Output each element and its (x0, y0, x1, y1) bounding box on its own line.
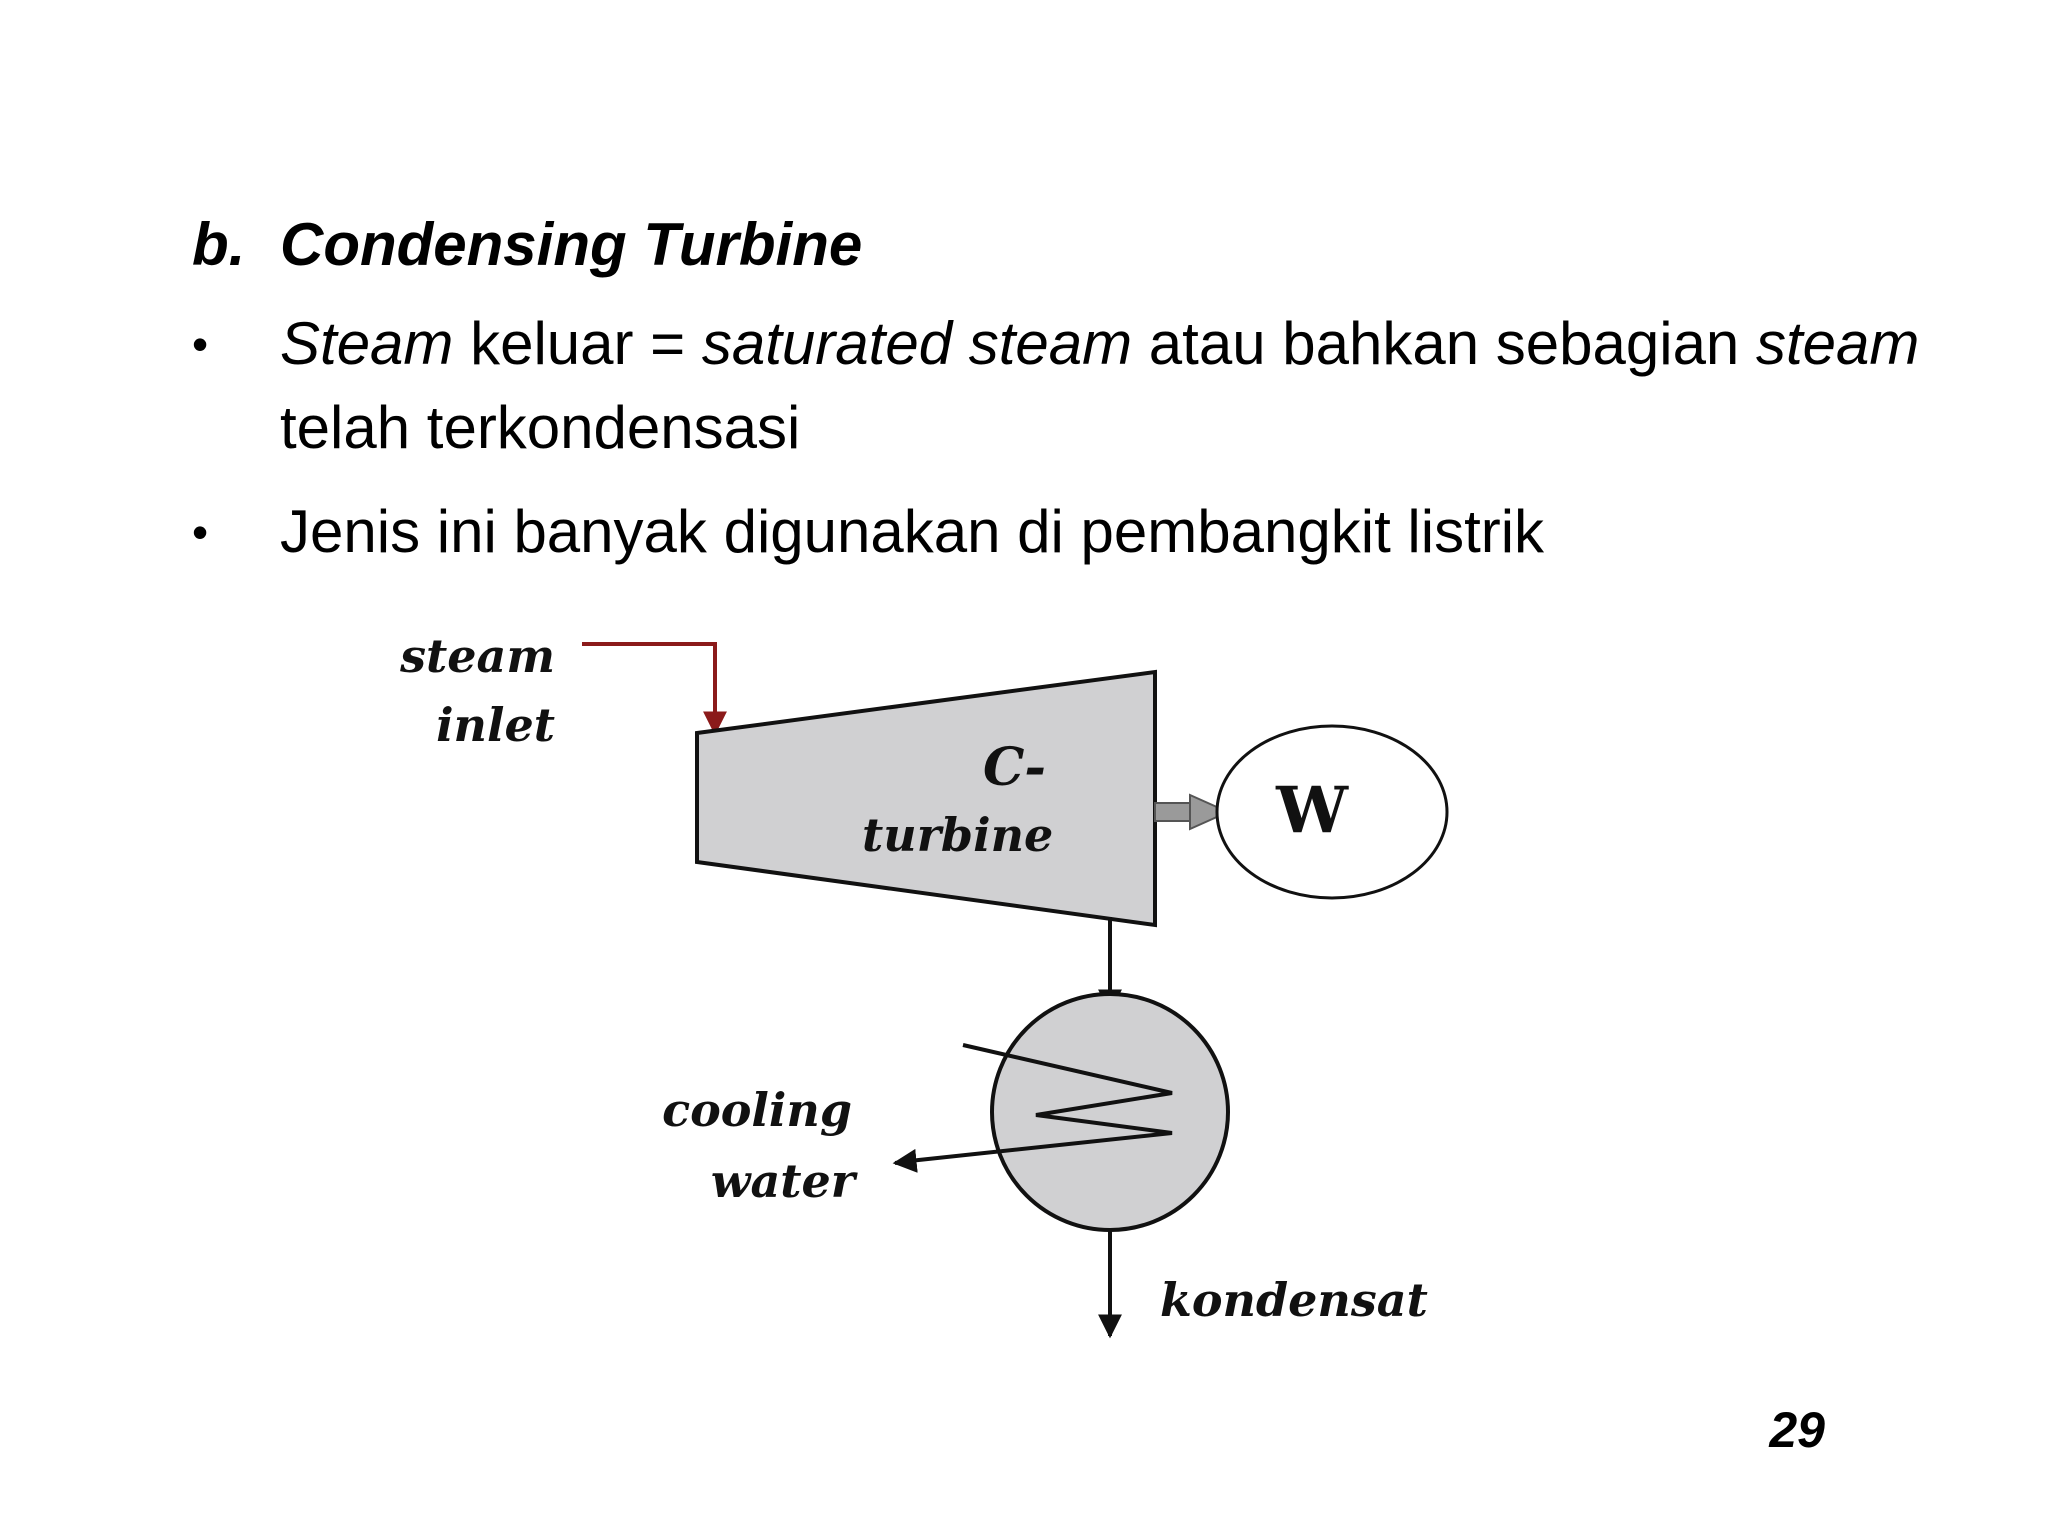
bullet-text-segment: telah terkondensasi (280, 394, 801, 461)
bullet-text-segment: Steam (280, 310, 454, 377)
bullet-text-segment: keluar = (453, 310, 702, 377)
bullet-dot: • (192, 506, 209, 558)
cooling-coil-icon (899, 1043, 1173, 1164)
bullet-text-segment: Jenis ini banyak digunakan di pembangkit… (280, 498, 1545, 565)
condenser-circle (990, 992, 1230, 1232)
slide-heading: b. Condensing Turbine (192, 210, 862, 280)
bullet-text-segment: saturated steam (701, 310, 1133, 377)
bullet-item: • Jenis ini banyak digunakan di pembangk… (192, 490, 1952, 574)
turbine-body (695, 669, 1157, 928)
bullet-dot: • (192, 318, 209, 370)
work-label: W (1275, 773, 1349, 848)
steam-inlet-label-1: steam (399, 629, 555, 683)
bullet-text-segment: atau bahkan sebagian (1132, 310, 1756, 377)
steam-inlet-label-2: inlet (436, 698, 555, 752)
turbine-label-1: C- (983, 737, 1046, 798)
heading-marker: b. (192, 211, 246, 278)
shaft-connector (1154, 802, 1191, 822)
condensate-label: kondensat (1160, 1273, 1428, 1327)
cooling-water-label-2: water (711, 1154, 859, 1208)
turbine-label-2: turbine (862, 808, 1053, 862)
cooling-water-arrow (892, 1148, 918, 1173)
steam-inlet-line (582, 642, 727, 736)
cooling-water-label-1: cooling (662, 1083, 852, 1137)
bullet-list: • Steam keluar = saturated steam atau ba… (192, 302, 1952, 594)
bullet-text-segment: steam (1755, 310, 1920, 377)
bullet-item: • Steam keluar = saturated steam atau ba… (192, 302, 1952, 470)
shaft-arrow-icon (1189, 793, 1231, 831)
heading-text: Condensing Turbine (280, 211, 863, 278)
page-number: 29 (1769, 1402, 1825, 1458)
work-ellipse (1215, 724, 1449, 900)
